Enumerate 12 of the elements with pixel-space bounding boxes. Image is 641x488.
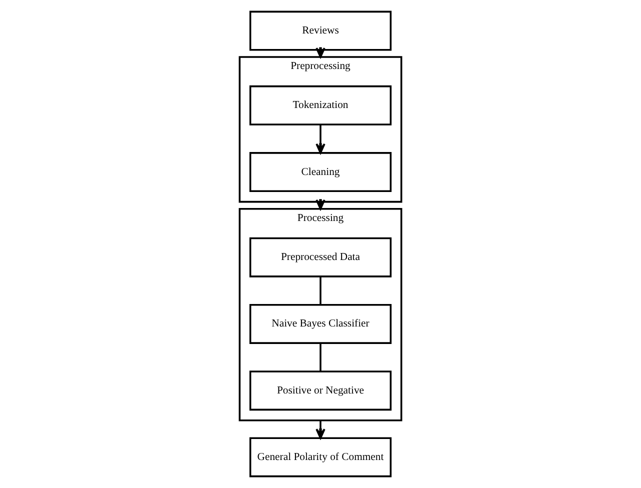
node-box: General Polarity of Comment bbox=[249, 437, 392, 478]
arrow bbox=[316, 124, 326, 154]
connector bbox=[320, 276, 322, 305]
arrow bbox=[316, 420, 326, 439]
node-box: Cleaning bbox=[249, 152, 392, 192]
node-box: Naive Bayes Classifier bbox=[249, 304, 392, 344]
arrow bbox=[316, 199, 326, 210]
arrow bbox=[316, 47, 326, 58]
connector bbox=[320, 343, 322, 372]
node-box: Tokenization bbox=[249, 85, 392, 126]
node-box: Preprocessed Data bbox=[249, 237, 392, 278]
node-box: Positive or Negative bbox=[249, 370, 392, 411]
